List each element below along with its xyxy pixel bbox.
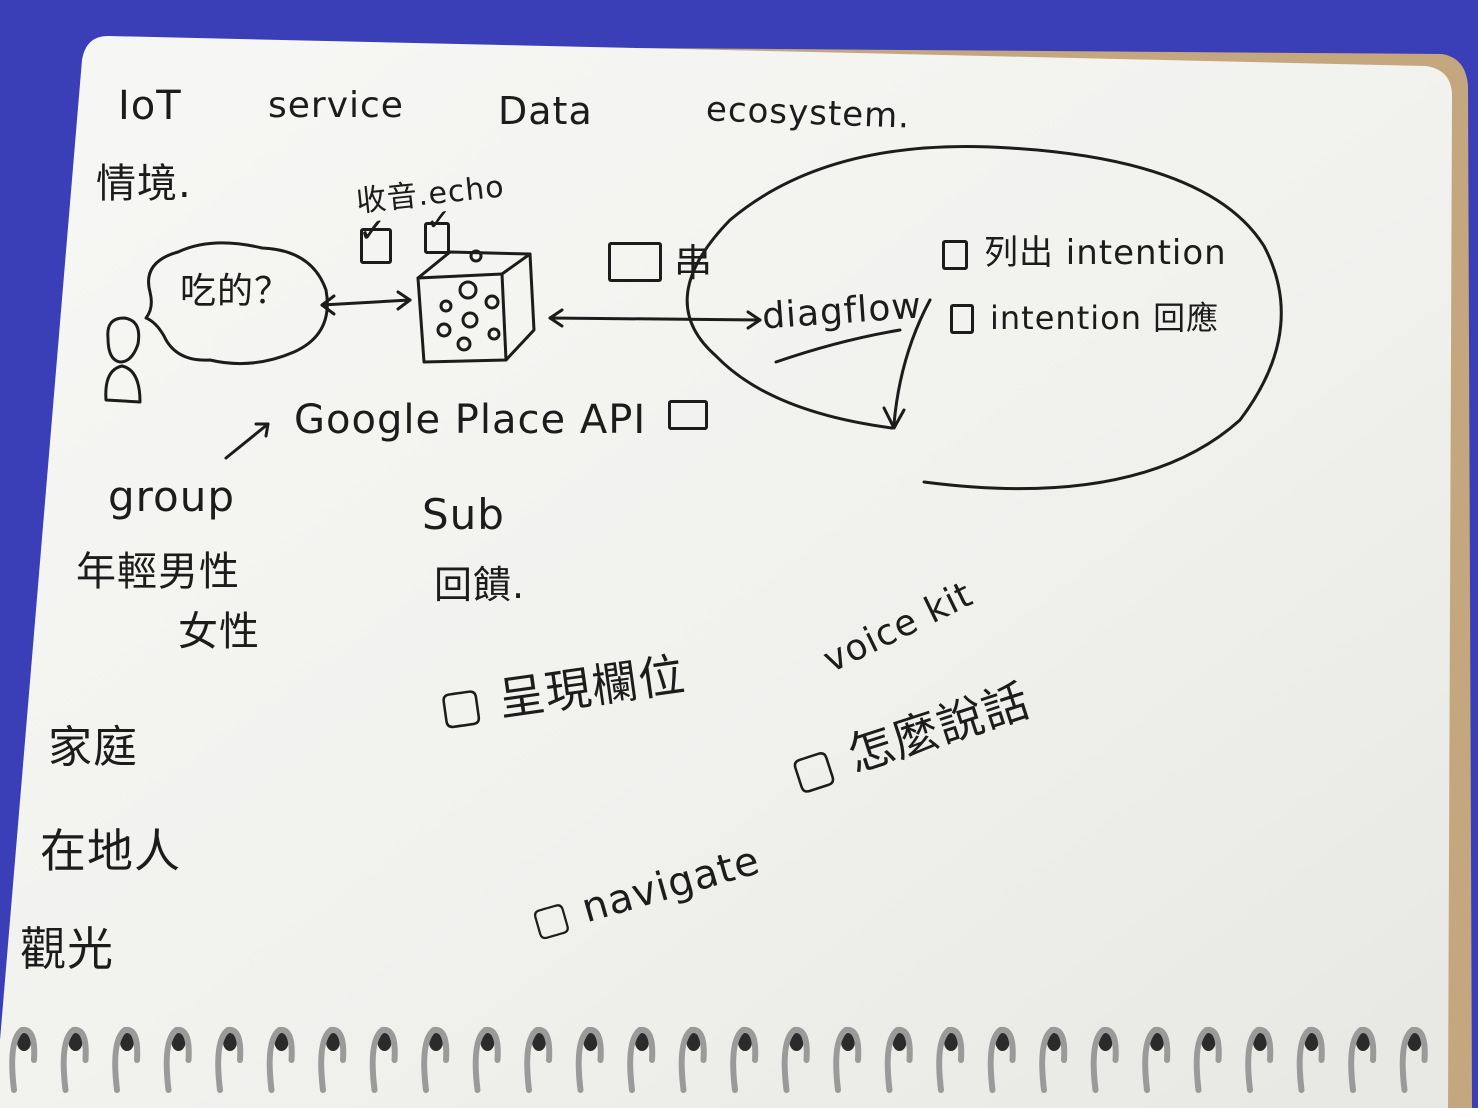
spiral-hole: [1150, 1033, 1164, 1051]
check-mark-icon: ✓: [358, 211, 388, 251]
google-place-api-label: Google Place API: [294, 397, 647, 443]
spiral-ring: [1348, 1026, 1377, 1093]
spiral-hole: [223, 1033, 237, 1051]
situation-label: 情境.: [96, 161, 192, 207]
sub-title: Sub: [422, 490, 505, 539]
spiral-hole: [377, 1033, 392, 1051]
checkbox-echo[interactable]: [424, 222, 450, 254]
speech-bubble-text: 吃的？: [180, 271, 292, 312]
checkbox-mic[interactable]: [360, 228, 392, 264]
sub-note: 回饋.: [434, 563, 526, 607]
spiral-hole: [1304, 1033, 1319, 1051]
intent-item-reply: intention 回應: [990, 299, 1220, 337]
checkbox-link[interactable]: [608, 242, 662, 282]
group-title: group: [108, 472, 235, 521]
spiral-hole: [171, 1033, 186, 1051]
spiral-hole: [326, 1033, 340, 1051]
spiral-ring: [987, 1026, 1016, 1093]
spiral-hole: [480, 1033, 495, 1051]
spiral-hole: [583, 1033, 598, 1051]
dialog-loop: [685, 145, 1283, 491]
spiral-ring: [266, 1026, 295, 1093]
spiral-ring: [833, 1026, 862, 1093]
spiral-ring: [112, 1026, 141, 1093]
spiral-ring: [1039, 1026, 1068, 1093]
spiral-ring: [369, 1026, 398, 1093]
spiral-binding: [9, 1026, 1428, 1093]
spiral-hole: [1253, 1033, 1267, 1051]
group-item-women: 女性: [178, 609, 260, 655]
intent-item-list: 列出 intention: [984, 233, 1227, 273]
spiral-hole: [738, 1033, 752, 1051]
spiral-hole: [995, 1033, 1010, 1051]
spiral-hole: [120, 1033, 134, 1051]
spiral-ring: [627, 1026, 656, 1093]
spiral-ring: [1296, 1026, 1325, 1093]
spiral-ring: [678, 1026, 707, 1093]
spiral-ring: [575, 1026, 604, 1093]
group-item-tourists: 觀光: [20, 922, 114, 976]
checkbox-intent-reply[interactable]: [950, 304, 974, 334]
spiral-ring: [781, 1026, 810, 1093]
spiral-ring: [421, 1026, 450, 1093]
spiral-ring: [884, 1026, 913, 1093]
spiral-hole: [1356, 1033, 1370, 1051]
group-item-young-men: 年輕男性: [76, 549, 240, 595]
spiral-ring: [1142, 1026, 1171, 1093]
spiral-hole: [944, 1033, 958, 1051]
spiral-ring: [9, 1026, 38, 1093]
spiral-hole: [1098, 1033, 1113, 1051]
spiral-ring: [318, 1026, 347, 1093]
speech-bubble: [144, 241, 329, 366]
checkbox-intent-list[interactable]: [942, 240, 968, 270]
spiral-ring: [1090, 1026, 1119, 1093]
spiral-hole: [892, 1033, 907, 1051]
spiral-ring: [60, 1026, 89, 1093]
spiral-hole: [789, 1033, 804, 1051]
spiral-hole: [274, 1033, 289, 1051]
spiral-hole: [532, 1033, 546, 1051]
header-word-service: service: [268, 85, 404, 126]
smart-speaker-icon: [416, 249, 536, 364]
spiral-hole: [1201, 1033, 1216, 1051]
link-marker: 串: [674, 241, 714, 285]
header-word-iot: IoT: [118, 83, 182, 129]
spiral-ring: [730, 1026, 759, 1093]
checkbox-google-api[interactable]: [668, 400, 708, 430]
spiral-hole: [1407, 1033, 1422, 1051]
spiral-ring: [1245, 1026, 1274, 1093]
spiral-ring: [163, 1026, 192, 1093]
header-word-data: Data: [498, 89, 593, 133]
group-item-family: 家庭: [48, 722, 138, 773]
spiral-hole: [1047, 1033, 1061, 1051]
spiral-ring: [1399, 1026, 1428, 1093]
header-word-ecosystem: ecosystem.: [705, 89, 911, 137]
group-item-locals: 在地人: [40, 824, 181, 878]
spiral-ring: [936, 1026, 965, 1093]
spiral-hole: [17, 1033, 31, 1051]
spiral-ring: [472, 1026, 501, 1093]
spiral-hole: [429, 1033, 443, 1051]
todo-box-icon: ▢: [435, 675, 488, 736]
spiral-ring: [1193, 1026, 1222, 1093]
person-icon: [104, 316, 142, 404]
spiral-ring: [215, 1026, 244, 1093]
check-mark-icon: ✓: [426, 203, 453, 238]
spiral-ring: [524, 1026, 553, 1093]
spiral-hole: [635, 1033, 649, 1051]
spiral-hole: [686, 1033, 701, 1051]
spiral-hole: [68, 1033, 83, 1051]
spiral-hole: [841, 1033, 855, 1051]
